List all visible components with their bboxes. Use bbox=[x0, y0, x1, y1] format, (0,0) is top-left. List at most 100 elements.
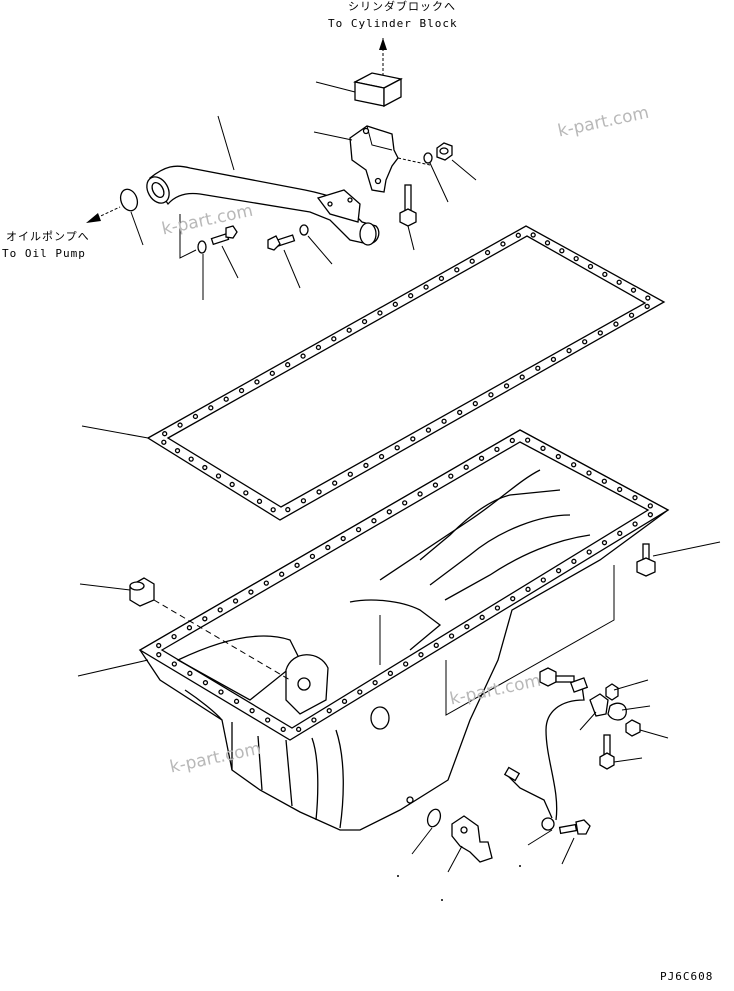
bolt-hole bbox=[601, 478, 607, 484]
bolt-hole bbox=[187, 670, 193, 676]
bolt-hole bbox=[208, 405, 214, 411]
bolt-hole bbox=[174, 448, 181, 454]
bolt-hole bbox=[573, 255, 579, 262]
bolt-hole bbox=[441, 418, 447, 424]
bolt-hole bbox=[394, 445, 400, 451]
bolt-hole bbox=[550, 356, 557, 363]
bolt-hole bbox=[162, 431, 168, 437]
bolt-hole bbox=[645, 295, 651, 301]
bolt-hole bbox=[386, 509, 392, 515]
bolt-hole bbox=[238, 387, 245, 394]
bolt-hole bbox=[294, 562, 300, 568]
pipe-mounting-bolts bbox=[179, 214, 333, 300]
bolt-hole bbox=[188, 456, 194, 462]
bolt-hole bbox=[295, 726, 302, 732]
oil-pan-bolt-holes bbox=[156, 437, 654, 732]
bolt-hole bbox=[555, 453, 561, 460]
bolt-hole bbox=[494, 605, 501, 611]
bolt-hole bbox=[355, 526, 362, 533]
bolt-hole bbox=[341, 698, 348, 704]
bolt-hole bbox=[457, 409, 463, 416]
bolt-hole bbox=[202, 464, 208, 471]
bolt-hole bbox=[469, 258, 475, 264]
bolt-hole bbox=[326, 708, 332, 714]
bolt-hole bbox=[418, 652, 424, 658]
bolt-hole bbox=[616, 279, 622, 285]
bolt-hole bbox=[280, 726, 286, 732]
bolt-hole bbox=[309, 553, 316, 560]
bolt-hole bbox=[361, 318, 368, 325]
bolt-hole bbox=[357, 689, 363, 695]
bolt-hole bbox=[515, 232, 521, 238]
bolt-hole bbox=[417, 491, 423, 497]
bolt-hole bbox=[587, 263, 594, 270]
bolt-hole bbox=[484, 249, 491, 256]
bolt-hole bbox=[346, 327, 352, 333]
bolt-hole bbox=[647, 503, 653, 509]
bolt-hole bbox=[433, 642, 439, 648]
arrow-to-oil-pump bbox=[86, 206, 121, 223]
o-ring bbox=[119, 188, 144, 246]
bolt-hole bbox=[300, 498, 307, 504]
bolt-hole bbox=[438, 275, 445, 282]
bolt-hole bbox=[597, 330, 603, 336]
bolt-hole bbox=[156, 642, 162, 649]
bolt-hole bbox=[425, 427, 432, 433]
bolt-hole bbox=[377, 310, 383, 316]
bolt-hole bbox=[601, 540, 608, 546]
bolt-hole bbox=[270, 507, 276, 513]
bolt-hole bbox=[215, 473, 222, 479]
bolt-hole bbox=[161, 439, 167, 445]
bolt-hole bbox=[347, 471, 353, 477]
bolt-hole bbox=[263, 580, 269, 586]
bolt-hole bbox=[331, 336, 337, 342]
bolt-hole bbox=[254, 379, 260, 385]
bolt-hole bbox=[279, 571, 285, 577]
bolt-hole bbox=[229, 481, 235, 488]
oil-pan bbox=[77, 429, 670, 831]
plug-cap bbox=[79, 577, 291, 681]
bolt-hole bbox=[432, 482, 439, 488]
bolt-hole bbox=[316, 489, 322, 495]
bolt-hole bbox=[285, 506, 291, 513]
bolt-hole bbox=[232, 598, 239, 604]
bolt-hole bbox=[613, 321, 619, 327]
bolt-hole bbox=[223, 396, 229, 402]
bolt-hole bbox=[632, 495, 638, 501]
bolt-hole bbox=[519, 374, 525, 380]
bolt-hole bbox=[582, 339, 588, 345]
to-oil-pump-label-en: To Oil Pump bbox=[2, 247, 86, 260]
bolt-hole bbox=[408, 293, 414, 299]
bolt-hole bbox=[617, 530, 623, 536]
bolt-hole bbox=[478, 455, 485, 461]
nut-and-washer bbox=[423, 142, 477, 203]
bolt-hole bbox=[479, 614, 485, 620]
bolt-hole bbox=[371, 518, 377, 524]
bolt-hole bbox=[248, 589, 254, 595]
bolt-hole bbox=[525, 586, 531, 592]
bolt-hole bbox=[571, 462, 577, 468]
bolt-hole bbox=[628, 312, 635, 318]
oil-level-sensor bbox=[503, 667, 589, 846]
bolt-hole bbox=[454, 267, 460, 273]
bolt-hole bbox=[403, 661, 409, 667]
to-cylinder-block-label-en: To Cylinder Block bbox=[328, 17, 458, 30]
bolt-hole bbox=[410, 436, 416, 442]
bolt-hole bbox=[559, 248, 565, 254]
clamp-and-bolts bbox=[579, 679, 669, 770]
bolt-hole bbox=[300, 353, 306, 359]
bolt-hole bbox=[472, 400, 478, 407]
to-cylinder-block-label-jp: シリンダブロックへ bbox=[348, 0, 456, 13]
gasket-bolt-holes bbox=[161, 232, 651, 513]
bolt-hole bbox=[586, 549, 592, 555]
bolt-hole bbox=[500, 241, 506, 247]
bolt-hole bbox=[540, 445, 546, 451]
bolt-hole bbox=[586, 470, 592, 476]
to-oil-pump-label-jp: オイルポンプへ bbox=[6, 230, 90, 243]
arrow-to-cylinder-block bbox=[379, 38, 387, 78]
bolt-hole bbox=[325, 544, 331, 551]
bolt-hole bbox=[510, 596, 516, 602]
bolt-hole bbox=[340, 535, 346, 542]
